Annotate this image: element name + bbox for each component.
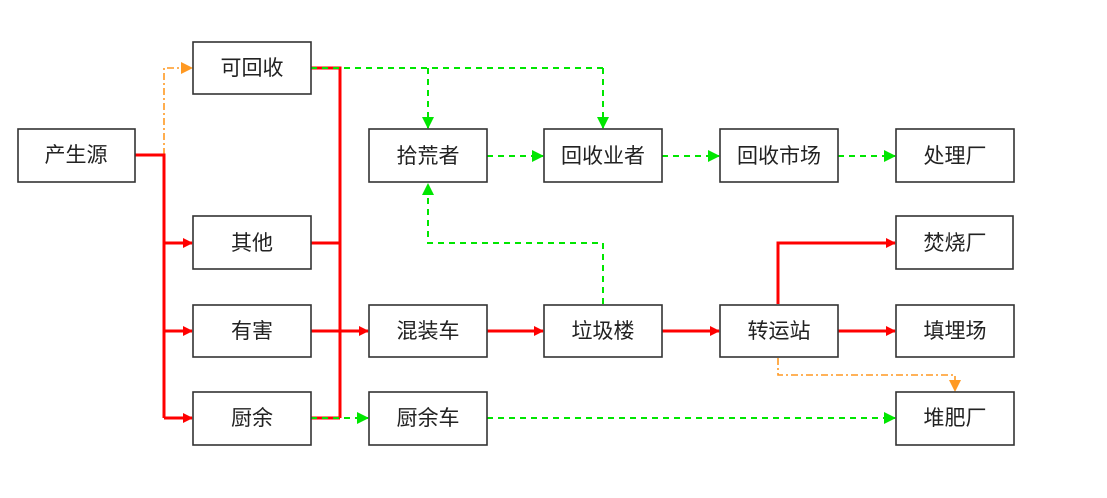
node-label: 转运站 <box>748 319 811 343</box>
node-label: 焚烧厂 <box>924 231 987 255</box>
node-label: 拾荒者 <box>397 144 460 168</box>
node-label: 混装车 <box>397 319 460 343</box>
node-label: 堆肥厂 <box>924 406 987 430</box>
node-scavenger: 拾荒者 <box>368 128 488 183</box>
node-label: 垃圾楼 <box>572 319 635 343</box>
node-recycle-market: 回收市场 <box>719 128 839 183</box>
node-label: 可回收 <box>221 56 284 80</box>
edge-garbage-building-to-scavenger <box>422 183 604 304</box>
node-incinerator: 焚烧厂 <box>895 215 1014 270</box>
edge-recyclable-to-bus <box>311 66 342 418</box>
node-label: 产生源 <box>45 143 108 167</box>
node-kitchen-truck: 厨余车 <box>368 391 488 446</box>
node-label: 厨余车 <box>397 406 460 430</box>
node-label: 填埋场 <box>924 319 987 343</box>
node-label: 其他 <box>231 231 273 255</box>
edge-transfer-to-incinerator <box>776 238 896 304</box>
edge-source-to-recyclable <box>163 62 193 155</box>
node-other: 其他 <box>192 215 312 270</box>
node-landfill: 填埋场 <box>895 304 1015 358</box>
node-transfer-station: 转运站 <box>719 304 839 358</box>
node-processing-plant: 处理厂 <box>895 128 1015 183</box>
node-hazardous: 有害 <box>192 304 312 358</box>
node-garbage-building: 垃圾楼 <box>543 304 663 358</box>
node-compost-plant: 堆肥厂 <box>895 391 1015 446</box>
node-label: 回收业者 <box>561 144 645 168</box>
node-source: 产生源 <box>17 128 136 183</box>
edge-source-trunk <box>135 153 166 418</box>
node-label: 厨余 <box>231 406 273 430</box>
node-label: 有害 <box>231 319 273 343</box>
node-recyclable: 可回收 <box>192 41 312 95</box>
node-recycler: 回收业者 <box>543 128 663 183</box>
node-mixed-truck: 混装车 <box>368 304 488 358</box>
edge-transfer-to-compost <box>777 358 961 392</box>
node-label: 处理厂 <box>924 144 987 168</box>
node-kitchen: 厨余 <box>192 391 312 446</box>
node-label: 回收市场 <box>737 144 821 168</box>
